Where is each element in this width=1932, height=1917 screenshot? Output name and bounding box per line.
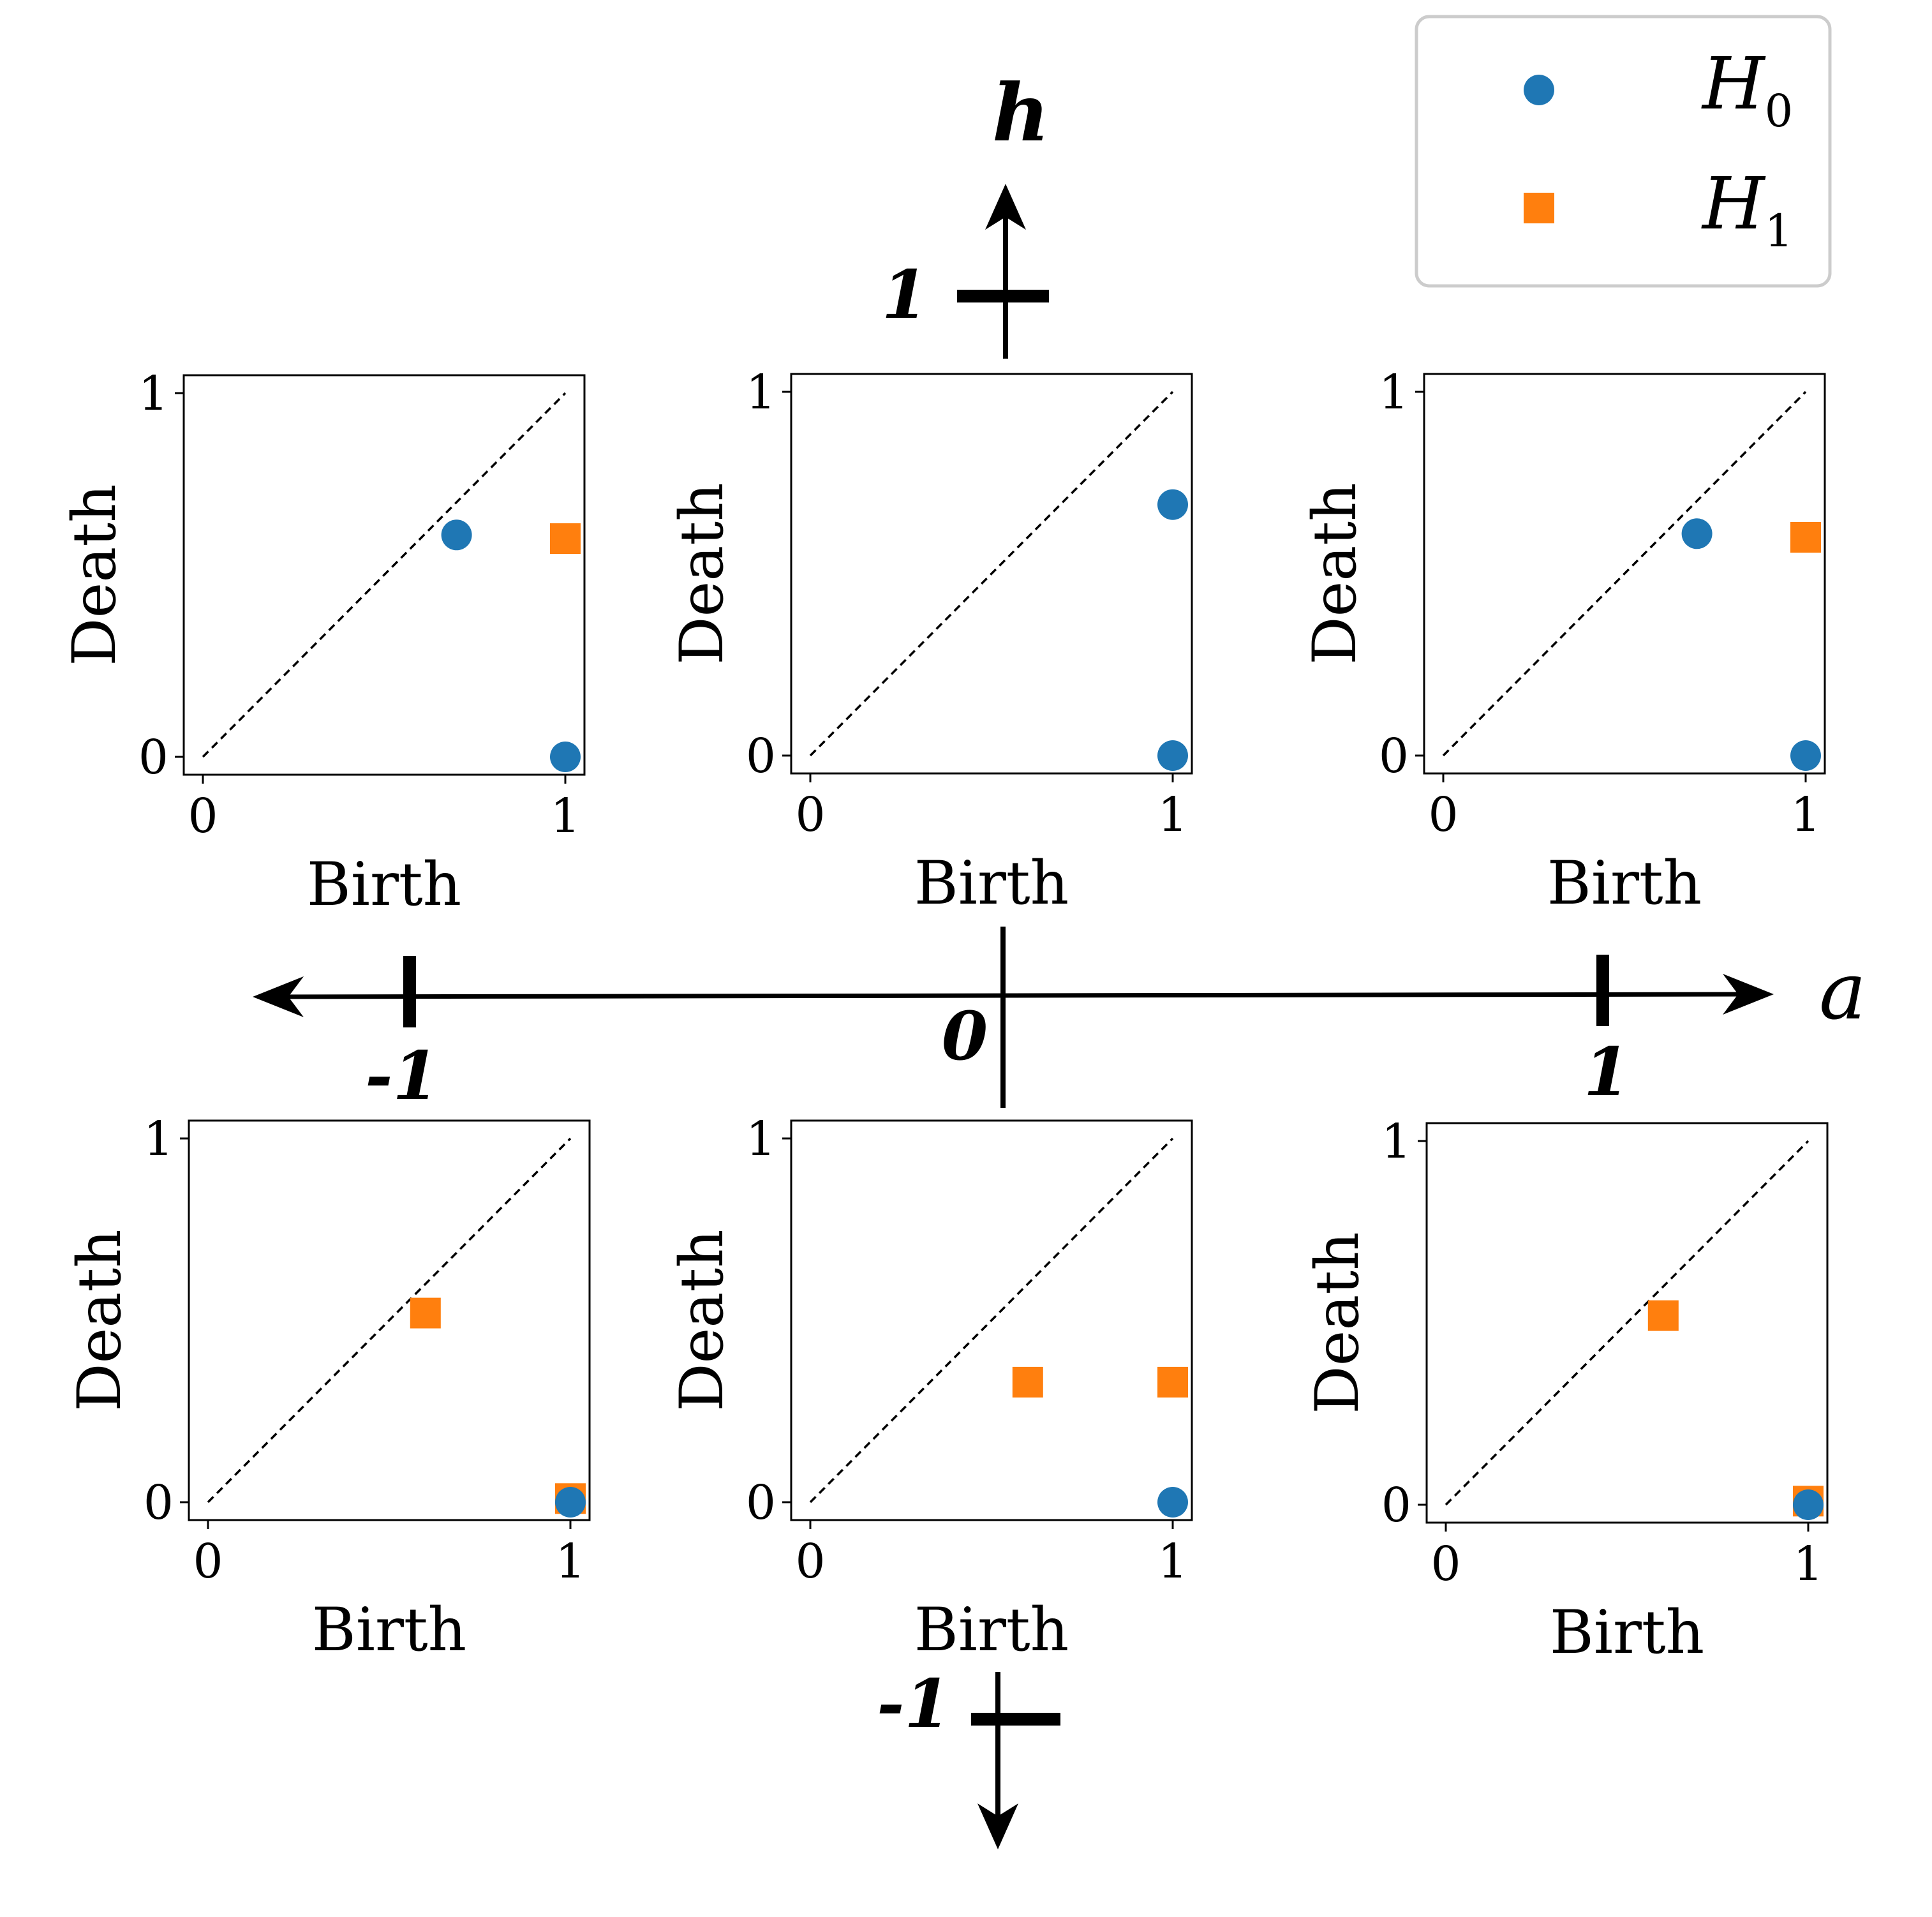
diagonal-line xyxy=(809,391,1174,757)
y-tick-label: 0 xyxy=(746,1475,776,1530)
x-tick-label: 0 xyxy=(193,1534,223,1589)
h0-point xyxy=(1157,1487,1188,1518)
y-axis-label: Death xyxy=(65,1229,135,1411)
diagonal-line xyxy=(809,1137,1174,1503)
legend-label-h0: H0 xyxy=(1701,43,1793,137)
legend-marker-h0 xyxy=(1524,75,1554,105)
h0-point xyxy=(441,519,472,551)
h1-point xyxy=(1647,1300,1679,1331)
x-tick-label: 1 xyxy=(1157,787,1187,842)
h1-point xyxy=(550,523,581,554)
legend-label-h1: H1 xyxy=(1701,163,1793,257)
legend-frame xyxy=(1415,15,1832,288)
y-axis-label: Death xyxy=(1300,482,1370,664)
x-tick-label: 1 xyxy=(555,1534,585,1589)
a-axis-line xyxy=(272,992,1749,999)
a-axis-tick-label-minus1: -1 xyxy=(365,1036,439,1115)
y-tick-label: 0 xyxy=(138,730,168,785)
legend: H0 H1 xyxy=(1415,15,1832,288)
h-axis-tick-label-1: 1 xyxy=(882,255,928,334)
x-tick-label: 1 xyxy=(1157,1534,1187,1589)
x-axis-label: Birth xyxy=(312,1595,466,1665)
x-tick-label: 0 xyxy=(795,787,825,842)
y-axis-label: Death xyxy=(60,484,130,666)
x-tick-label: 1 xyxy=(1790,787,1820,842)
x-axis-label: Birth xyxy=(307,850,461,920)
h0-point xyxy=(1681,518,1713,549)
x-axis-label: Birth xyxy=(1550,1598,1704,1667)
y-tick-label: 0 xyxy=(144,1475,174,1530)
y-axis-label: Death xyxy=(667,482,737,664)
h0-point xyxy=(1157,489,1188,520)
y-axis-label: Death xyxy=(1303,1232,1372,1414)
a-axis: -1 0 1 a xyxy=(253,927,1866,1115)
h1-point xyxy=(410,1297,441,1329)
h0-point xyxy=(1790,740,1821,771)
h0-point xyxy=(1793,1489,1824,1520)
h0-point xyxy=(1157,740,1188,771)
y-tick-label: 0 xyxy=(1379,729,1409,784)
diagonal-line xyxy=(1442,391,1807,757)
y-tick-label: 1 xyxy=(1379,365,1409,420)
y-tick-label: 0 xyxy=(1381,1478,1411,1533)
a-axis-tick-label-1: 1 xyxy=(1584,1033,1630,1111)
h-axis-down: -1 xyxy=(877,1664,1060,1849)
h-axis-tick-label-minus1: -1 xyxy=(877,1664,951,1743)
x-tick-label: 1 xyxy=(1793,1537,1823,1592)
h1-point xyxy=(1157,1366,1188,1398)
h-axis-label: h xyxy=(992,67,1050,160)
h0-point xyxy=(550,742,581,772)
y-tick-label: 1 xyxy=(138,366,168,421)
y-tick-label: 1 xyxy=(1381,1114,1411,1169)
y-tick-label: 1 xyxy=(746,365,776,420)
diagonal-line xyxy=(1445,1140,1809,1506)
x-tick-label: 1 xyxy=(550,789,580,844)
y-tick-label: 1 xyxy=(746,1112,776,1167)
x-tick-label: 0 xyxy=(188,789,218,844)
y-tick-label: 1 xyxy=(144,1112,174,1167)
a-axis-left-arrowhead xyxy=(253,976,304,1017)
a-axis-tick-label-0: 0 xyxy=(942,997,988,1075)
h1-point xyxy=(1012,1366,1043,1398)
persistence-diagrams: 0011BirthDeath0011BirthDeath0011BirthDea… xyxy=(60,365,1829,1667)
x-axis-label: Birth xyxy=(914,849,1069,918)
legend-marker-h1 xyxy=(1524,193,1554,223)
x-axis-label: Birth xyxy=(1547,849,1702,918)
x-tick-label: 0 xyxy=(1428,787,1458,842)
h-axis-down-arrowhead xyxy=(977,1803,1018,1849)
x-tick-label: 0 xyxy=(1430,1537,1460,1592)
h1-point xyxy=(1790,522,1821,553)
h-axis-up: 1 h xyxy=(882,67,1050,359)
diagonal-line xyxy=(207,1137,572,1503)
x-axis-label: Birth xyxy=(914,1595,1069,1665)
y-axis-label: Death xyxy=(667,1229,737,1411)
y-tick-label: 0 xyxy=(746,729,776,784)
h0-point xyxy=(555,1487,586,1518)
x-tick-label: 0 xyxy=(795,1534,825,1589)
h-axis-up-arrowhead xyxy=(985,184,1026,230)
diagonal-line xyxy=(202,392,567,758)
a-axis-label: a xyxy=(1819,946,1866,1038)
a-axis-right-arrowhead xyxy=(1723,974,1774,1015)
